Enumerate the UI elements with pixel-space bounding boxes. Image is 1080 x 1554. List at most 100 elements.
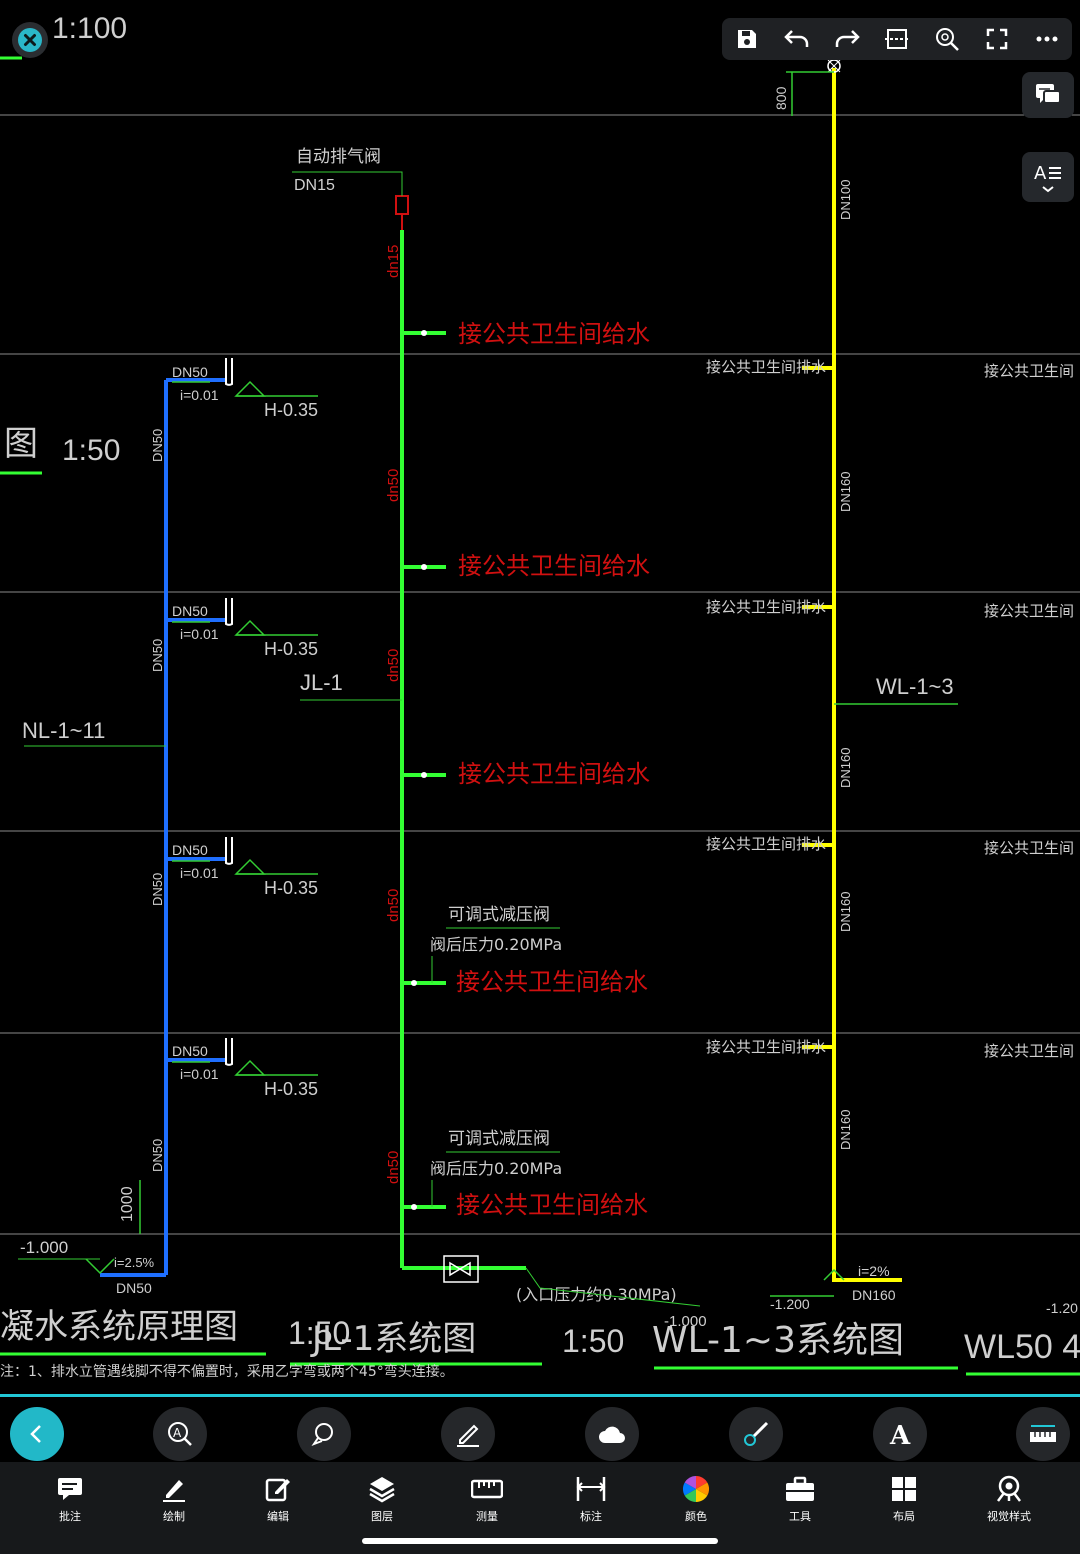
supply-label-2: 接公共卫生间给水 xyxy=(458,552,650,580)
tab-measure-label: 测量 xyxy=(476,1510,498,1523)
nl-slope-label-1: i=0.01 xyxy=(180,387,219,403)
comment-icon xyxy=(58,1478,82,1500)
nl-vertical-dn50-4: DN50 xyxy=(150,1139,165,1172)
cad-drawing-canvas[interactable]: 1:100 图 1:50 DN50 i=0.01 H-0.35 DN50 i=0… xyxy=(0,0,1080,1390)
jl-dn15-vertical: dn15 xyxy=(385,245,402,278)
jl-dn50-vertical-3: dn50 xyxy=(385,889,402,922)
title-jl-system: JL-1系统图 xyxy=(310,1319,476,1359)
sign-button[interactable] xyxy=(441,1407,495,1461)
ruler-icon xyxy=(1030,1425,1056,1442)
brush-button[interactable] xyxy=(729,1407,783,1461)
text-style-button[interactable]: A xyxy=(1022,152,1074,202)
text-style-icon: A xyxy=(1034,163,1061,193)
tab-measure[interactable]: 测量 xyxy=(447,1474,527,1524)
tab-layout[interactable]: 布局 xyxy=(864,1474,944,1524)
left-title-char: 图 xyxy=(4,424,38,464)
fullscreen-button[interactable] xyxy=(977,19,1017,59)
more-button[interactable] xyxy=(1027,19,1067,59)
nl-dn50-label-3: DN50 xyxy=(172,842,208,858)
save-button[interactable] xyxy=(727,19,767,59)
title-scale-2: 1:50 xyxy=(562,1323,624,1359)
slope-2-label: i=2% xyxy=(858,1263,890,1279)
search-annotation-button[interactable]: A xyxy=(153,1407,207,1461)
annotation-tool-row: A A xyxy=(0,1394,1080,1465)
layers-icon xyxy=(369,1477,395,1503)
sign-icon xyxy=(457,1424,479,1447)
drain-conn-label-3: 接公共卫生间排水 xyxy=(706,835,826,853)
home-indicator xyxy=(362,1538,718,1544)
tab-draw-label: 绘制 xyxy=(163,1510,185,1523)
close-button[interactable] xyxy=(12,22,48,58)
riser-wl-label: WL-1~3 xyxy=(876,674,954,699)
nl-dn50-label-4: DN50 xyxy=(172,1043,208,1059)
text-tool-button[interactable]: A xyxy=(873,1407,927,1461)
elev-neg120-clip: -1.20 xyxy=(1046,1300,1078,1316)
undo-icon xyxy=(784,30,809,47)
text-icon: A xyxy=(889,1421,911,1448)
svg-text:A: A xyxy=(173,1426,182,1440)
supply-label-1: 接公共卫生间给水 xyxy=(458,320,650,348)
cloud-icon xyxy=(599,1426,625,1443)
tab-draw[interactable]: 绘制 xyxy=(134,1474,214,1524)
top-toolbar xyxy=(722,18,1072,60)
tab-annotation[interactable]: 批注 xyxy=(30,1474,110,1524)
elev-800-label: 800 xyxy=(773,86,789,110)
title-wl-system: WL-1~3系统图 xyxy=(652,1320,904,1361)
wl-dn160-vertical-4: DN160 xyxy=(838,1110,853,1150)
drain-conn-label-2: 接公共卫生间排水 xyxy=(706,598,826,616)
cloud-button[interactable] xyxy=(585,1407,639,1461)
tab-layers-label: 图层 xyxy=(371,1510,393,1523)
save-icon xyxy=(738,30,756,48)
drain-conn-right-1: 接公共卫生间 xyxy=(984,362,1074,380)
zoom-button[interactable] xyxy=(927,19,967,59)
visual-style-icon xyxy=(997,1475,1021,1502)
h-level-label-2: H-0.35 xyxy=(264,639,318,659)
brush-icon xyxy=(744,1421,769,1446)
prv-label-2: 可调式减压阀 xyxy=(448,1129,550,1149)
supply-label-3: 接公共卫生间给水 xyxy=(458,760,650,788)
riser-jl-label: JL-1 xyxy=(300,670,343,695)
prv-label-1: 可调式减压阀 xyxy=(448,905,550,925)
title-wl-clip: WL50 4 xyxy=(964,1328,1080,1366)
crop-button[interactable] xyxy=(877,19,917,59)
tab-visual-style[interactable]: 视觉样式 xyxy=(969,1474,1049,1524)
layout-icon xyxy=(892,1477,916,1501)
more-icon xyxy=(1036,36,1058,42)
tab-tools[interactable]: 工具 xyxy=(760,1474,840,1524)
nl-vertical-dn50-1: DN50 xyxy=(150,429,165,462)
nl-slope-label-2: i=0.01 xyxy=(180,626,219,642)
pen-icon xyxy=(163,1480,185,1502)
ruler-button[interactable] xyxy=(1016,1407,1070,1461)
tab-layout-label: 布局 xyxy=(893,1510,915,1523)
elev-neg1200-label: -1.200 xyxy=(770,1296,810,1312)
drain-conn-right-3: 接公共卫生间 xyxy=(984,839,1074,857)
measure-icon xyxy=(471,1479,503,1499)
redo-button[interactable] xyxy=(827,19,867,59)
elev-1000-label: 1000 xyxy=(119,1186,136,1222)
color-wheel-icon xyxy=(682,1475,710,1503)
nl-dn50-label-2: DN50 xyxy=(172,603,208,619)
edit-icon xyxy=(265,1478,290,1502)
nl-dn50-label-1: DN50 xyxy=(172,364,208,380)
prv-pressure-1: 阀后压力0.20MPa xyxy=(430,935,562,954)
undo-button[interactable] xyxy=(777,19,817,59)
dimension-icon xyxy=(576,1477,606,1501)
tab-edit-label: 编辑 xyxy=(267,1510,289,1523)
slope-25-label: i=2.5% xyxy=(114,1255,155,1270)
back-button[interactable] xyxy=(10,1407,64,1461)
search-comment-button[interactable] xyxy=(297,1407,351,1461)
title-drain-system: 凝水系统原理图 xyxy=(0,1307,238,1347)
tab-dimension-label: 标注 xyxy=(580,1510,602,1523)
tab-dimension[interactable]: 标注 xyxy=(551,1474,631,1524)
vent-valve-label: 自动排气阀 xyxy=(296,147,381,167)
elev-neg1000b-label: -1.000 xyxy=(664,1313,707,1330)
elev-neg1000-label: -1.000 xyxy=(20,1238,68,1257)
nl-slope-label-4: i=0.01 xyxy=(180,1066,219,1082)
tab-edit[interactable]: 编辑 xyxy=(238,1474,318,1524)
tab-visual-style-label: 视觉样式 xyxy=(987,1510,1031,1523)
tab-layers[interactable]: 图层 xyxy=(342,1474,422,1524)
tab-color[interactable]: 颜色 xyxy=(656,1474,736,1524)
comments-panel-button[interactable] xyxy=(1022,72,1074,118)
svg-text:A: A xyxy=(1034,163,1047,184)
nl-vertical-dn50-3: DN50 xyxy=(150,873,165,906)
